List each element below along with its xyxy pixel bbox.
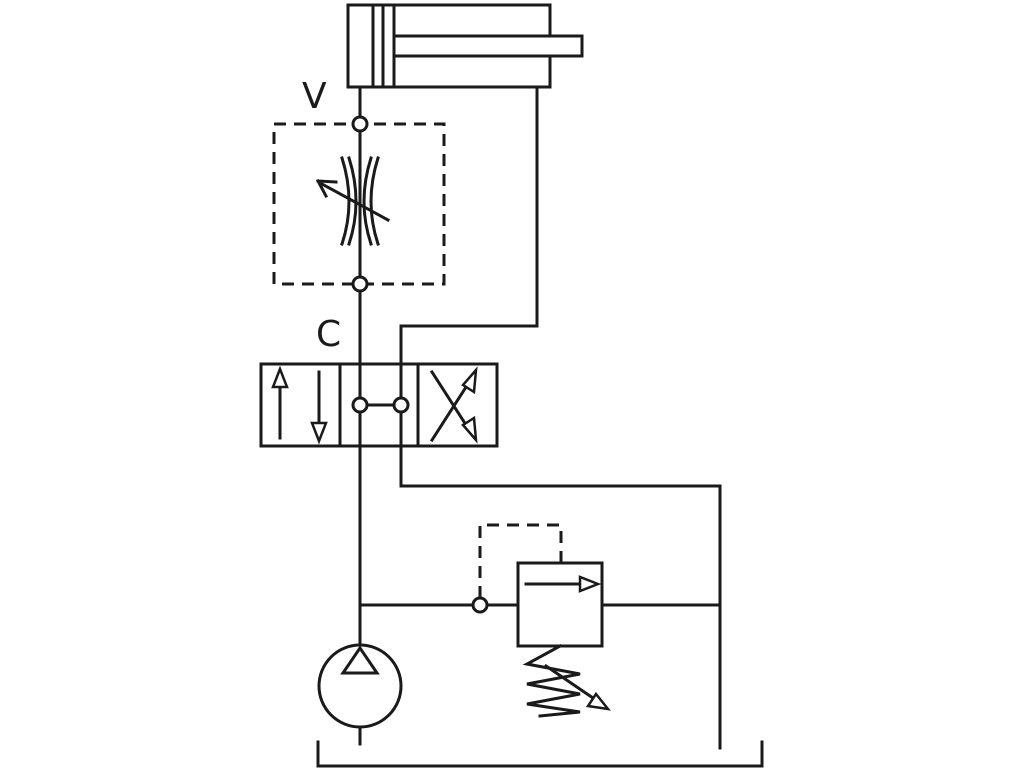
adjust-arrow-head [315, 178, 338, 199]
dcv-left-arrow-down-head [310, 421, 328, 445]
dcv-center-port-right [392, 396, 410, 414]
hydraulic-pump [317, 643, 403, 746]
relief-pilot-port [471, 596, 489, 614]
label-c: C [316, 314, 341, 355]
hydraulic-cylinder [346, 3, 584, 89]
spring-adjust-arrow-shaft [543, 663, 599, 703]
dcv-right-cross-arrow-2 [429, 381, 471, 443]
spring-adjust-arrow-head [585, 691, 611, 711]
dcv-left-arrow-up-head [271, 365, 289, 389]
orifice-arc-left [340, 156, 351, 246]
directional-control-valve [259, 362, 499, 448]
dcv-right-cross-arrow-1 [429, 369, 471, 431]
line-cyl-rod-return [399, 85, 539, 366]
dcv-right-cross-arrow-1-head [461, 415, 478, 444]
orifice-arc-right-inner [362, 156, 373, 246]
flow-control-valve [272, 115, 446, 293]
relief-spring [522, 643, 581, 718]
port-v-bottom [351, 275, 369, 293]
dcv-center-port-left [351, 396, 369, 414]
orifice-arc-right [369, 156, 380, 246]
relief-valve-body [516, 561, 604, 648]
line-dcv-return-tank [399, 444, 722, 750]
piston-rod [392, 34, 584, 58]
adjust-arrow-shaft [319, 181, 391, 223]
pump-direction-triangle [340, 645, 380, 675]
port-v-top [351, 115, 369, 133]
dcv-right-cross-arrow-2-head [461, 366, 478, 395]
label-v: V [302, 76, 327, 117]
tank-reservoir [316, 740, 764, 768]
pressure-relief-valve [471, 523, 611, 718]
relief-flow-arrow-head [578, 575, 602, 593]
